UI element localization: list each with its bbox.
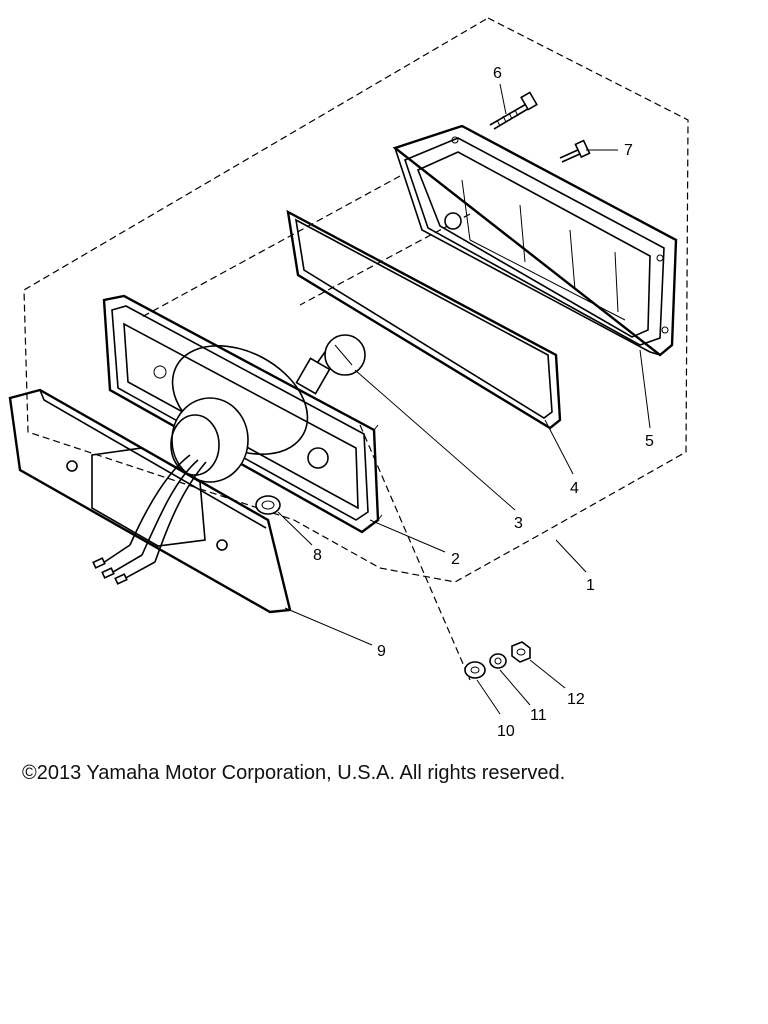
copyright-notice: ©2013 Yamaha Motor Corporation, U.S.A. A… [22, 762, 566, 784]
part-5-lens-housing [392, 124, 678, 357]
leader-lines [277, 83, 651, 715]
callout-3: 3 [514, 515, 523, 532]
callout-9: 9 [377, 643, 386, 660]
alignment-line [359, 424, 471, 681]
part-10-washer [464, 661, 486, 679]
part-3-bulb [295, 334, 366, 395]
callout-1: 1 [586, 577, 595, 594]
assembly-boundary [23, 17, 689, 583]
part-2-base [102, 294, 383, 534]
wire-harness [92, 454, 207, 585]
callout-4: 4 [570, 480, 579, 497]
part-11-spring-washer [489, 653, 507, 669]
part-7-screw [559, 139, 591, 163]
callout-6: 6 [493, 65, 502, 82]
part-12-nut [511, 641, 531, 663]
alignment-line [299, 213, 471, 306]
part-4-gasket [286, 209, 562, 430]
part-6-screw [489, 91, 538, 130]
callout-11: 11 [530, 707, 547, 724]
callout-10: 10 [497, 723, 515, 740]
part-8-grommet [255, 495, 281, 515]
alignment-line [139, 175, 401, 319]
callout-12: 12 [567, 691, 585, 708]
callout-8: 8 [313, 547, 322, 564]
callout-2: 2 [451, 551, 460, 568]
part-9-mounting-plate [8, 388, 292, 614]
callout-5: 5 [645, 433, 654, 450]
callout-7: 7 [624, 142, 633, 159]
taillight-exploded-diagram: 1 2 3 4 5 6 7 8 9 10 11 12 [8, 17, 689, 740]
